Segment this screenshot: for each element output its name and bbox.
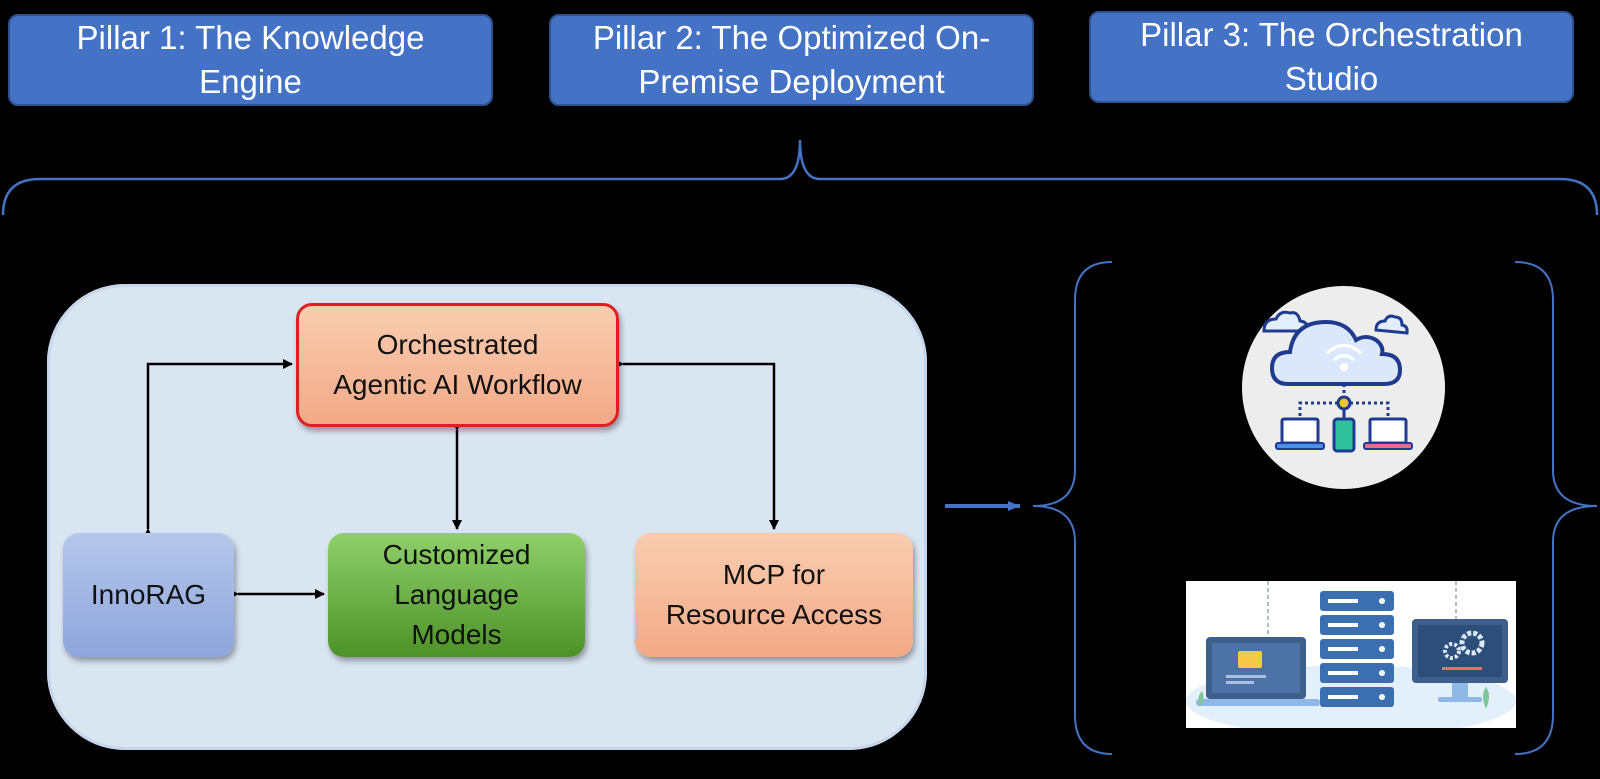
orchestrated-workflow-node: Orchestrated Agentic AI Workflow: [296, 303, 619, 427]
language-models-node: Customized Language Models: [328, 533, 585, 657]
pillar-1-title-line1: Pillar 1: The Knowledge: [76, 19, 425, 56]
mcp-node: MCP for Resource Access: [635, 533, 913, 657]
server-infrastructure-icon: [1186, 581, 1516, 728]
pillar-2-title-line1: Pillar 2: The Optimized On-: [592, 19, 991, 56]
pillar-1-title-line2: Engine: [199, 63, 302, 100]
mcp-label-line2: Resource Access: [665, 599, 883, 630]
pillar-2-header: Pillar 2: The Optimized On- Premise Depl…: [549, 14, 1034, 106]
pillar-3-title-line2: Studio: [1284, 60, 1379, 97]
mcp-label-line1: MCP for: [722, 559, 826, 590]
models-label-line2: Language: [394, 579, 519, 610]
top-brace: [1, 139, 1599, 216]
pillar-1-header: Pillar 1: The Knowledge Engine: [8, 14, 493, 106]
orchestrator-label-line1: Orchestrated: [376, 329, 539, 360]
orchestrator-label-line2: Agentic AI Workflow: [333, 369, 582, 400]
pillar-3-header: Pillar 3: The Orchestration Studio: [1089, 11, 1574, 103]
cloud-network-icon: [1242, 286, 1445, 489]
right-curly-brace: [1514, 261, 1598, 755]
models-label-line1: Customized: [382, 539, 531, 570]
pillar-2-title-line2: Premise Deployment: [638, 63, 945, 100]
orchestrator-mcp-connector: [614, 359, 779, 530]
models-label-line3: Models: [411, 619, 502, 650]
innorag-node: InnoRAG: [63, 533, 234, 657]
pillar-3-title-line1: Pillar 3: The Orchestration: [1140, 16, 1523, 53]
innorag-orchestrator-connector: [143, 359, 293, 538]
left-curly-brace: [1032, 261, 1113, 755]
innorag-label: InnoRAG: [90, 579, 207, 610]
